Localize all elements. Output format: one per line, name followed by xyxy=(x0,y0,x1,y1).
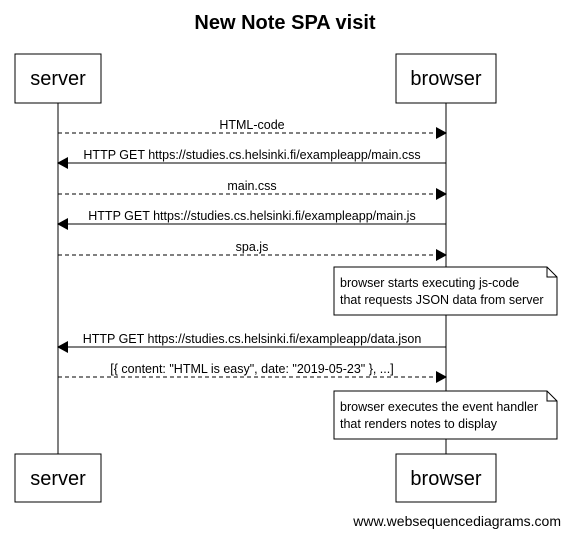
participant-browser-top: browser xyxy=(395,53,497,104)
message-label: HTTP GET https://studies.cs.helsinki.fi/… xyxy=(83,332,422,346)
participant-server-top: server xyxy=(14,53,102,104)
participant-browser-bottom: browser xyxy=(395,453,497,503)
message-4: spa.js xyxy=(58,240,447,261)
note-line: that renders notes to display xyxy=(340,417,498,431)
note-box xyxy=(333,390,558,440)
message-7: [{ content: "HTML is easy", date: "2019-… xyxy=(58,362,447,383)
note-box xyxy=(333,266,558,316)
participant-server-label: server xyxy=(30,68,86,90)
note-5: browser starts executing js-code that req… xyxy=(333,266,558,316)
note-line: browser starts executing js-code xyxy=(340,276,519,290)
message-1: HTTP GET https://studies.cs.helsinki.fi/… xyxy=(57,148,446,169)
diagram-title: New Note SPA visit xyxy=(194,12,375,34)
credit-text: www.websequencediagrams.com xyxy=(352,513,561,529)
note-line: browser executes the event handler xyxy=(340,400,538,414)
participant-browser-label-bottom: browser xyxy=(410,468,481,490)
note-8: browser executes the event handler that r… xyxy=(333,390,558,440)
message-label: main.css xyxy=(227,179,276,193)
message-label: spa.js xyxy=(236,240,269,254)
participant-server-label-bottom: server xyxy=(30,468,86,490)
message-label: HTTP GET https://studies.cs.helsinki.fi/… xyxy=(83,148,420,162)
note-fold xyxy=(546,391,557,402)
message-2: main.css xyxy=(58,179,447,200)
message-6: HTTP GET https://studies.cs.helsinki.fi/… xyxy=(57,332,446,353)
message-label: [{ content: "HTML is easy", date: "2019-… xyxy=(110,362,393,376)
message-3: HTTP GET https://studies.cs.helsinki.fi/… xyxy=(57,209,446,230)
note-line: that requests JSON data from server xyxy=(340,293,544,307)
participant-browser-label: browser xyxy=(410,68,481,90)
participant-server-bottom: server xyxy=(14,453,102,503)
note-fold xyxy=(546,267,557,278)
message-label: HTTP GET https://studies.cs.helsinki.fi/… xyxy=(88,209,415,223)
message-label: HTML-code xyxy=(219,118,284,132)
message-0: HTML-code xyxy=(58,118,447,139)
